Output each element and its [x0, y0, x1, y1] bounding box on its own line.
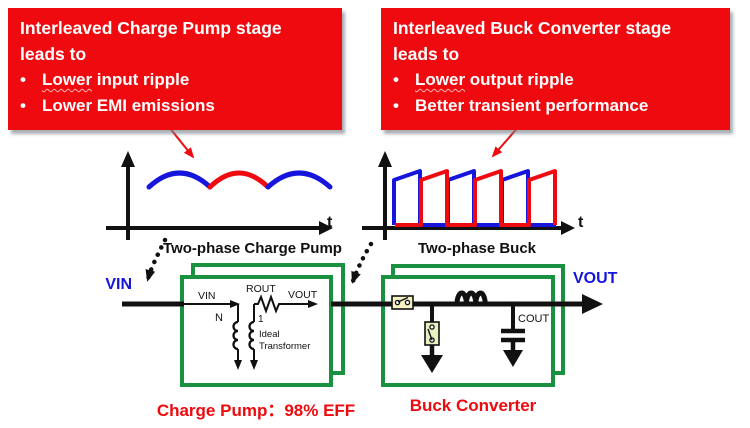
cp-ratio-label: 1 [258, 314, 264, 325]
charge-pump-box [180, 263, 345, 387]
bullet-marker: • [20, 70, 26, 89]
buck-circuit [391, 290, 525, 373]
high-side-switch [391, 295, 414, 310]
callout-charge-pump: Interleaved Charge Pump stage leads to •… [8, 8, 342, 130]
dotted-arrow-left [145, 237, 168, 282]
callout-title: Interleaved Charge Pump stage leads to [20, 18, 282, 64]
buck-ripple-plot [362, 151, 575, 240]
cp-n-label: N [215, 312, 223, 324]
time-axis-label-left: t [327, 214, 333, 231]
vin-label: VIN [105, 276, 132, 293]
charge-pump-wave-caption: Two-phase Charge Pump [163, 240, 342, 257]
vout-label: VOUT [573, 270, 618, 287]
bullet-marker: • [20, 96, 26, 115]
buck-caption: Buck Converter [409, 396, 537, 415]
cp-vin-label: VIN [198, 290, 216, 302]
cp-rout-label: ROUT [246, 283, 276, 295]
bullet-text: Better transient performance [415, 96, 649, 115]
bullet-item: • Lower input ripple [20, 67, 330, 93]
callout-arrow-left [168, 126, 195, 159]
bullet-text: Lower EMI emissions [42, 96, 215, 115]
dotted-arrow-right [350, 241, 374, 284]
buck-wave-caption: Two-phase Buck [417, 240, 537, 257]
buck-cout-label: COUT [518, 313, 550, 325]
callout-buck: Interleaved Buck Converter stage leads t… [381, 8, 730, 130]
cp-transformer-label: Transformer [259, 341, 311, 352]
inductor [454, 290, 488, 305]
bullet-marker: • [393, 70, 399, 89]
cp-ideal-label: Ideal [259, 329, 280, 340]
time-axis-label-right: t [578, 214, 584, 231]
bullet-item: • Lower EMI emissions [20, 93, 330, 119]
bullet-item: • Better transient performance [393, 93, 718, 119]
callout-title: Interleaved Buck Converter stage leads t… [393, 18, 672, 64]
bullet-item: • Lower output ripple [393, 67, 718, 93]
bullet-marker: • [393, 96, 399, 115]
bullet-text: Lower input ripple [42, 70, 190, 89]
charge-pump-ripple-plot [106, 151, 333, 240]
charge-pump-circuit [184, 294, 318, 370]
callout-arrow-right [491, 124, 521, 158]
buck-box [381, 264, 565, 387]
cp-vout-label: VOUT [288, 289, 318, 301]
charge-pump-caption: Charge Pump：98% EFF [156, 401, 356, 420]
bullet-text: Lower output ripple [415, 70, 574, 89]
